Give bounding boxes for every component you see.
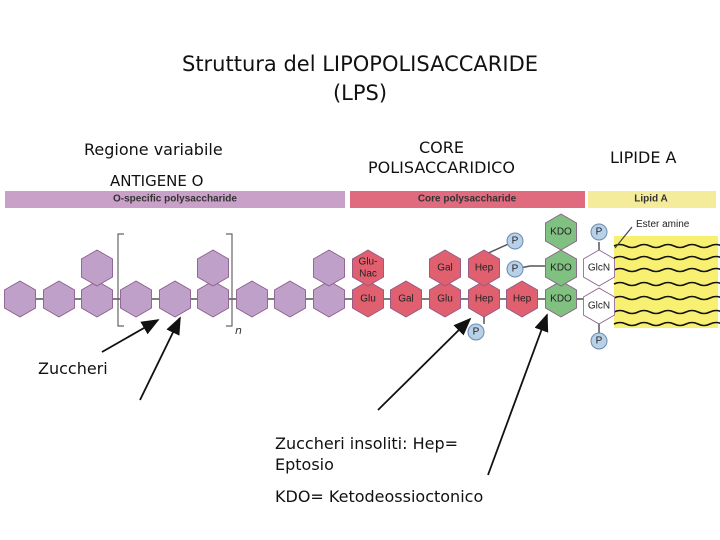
core-glunac-sugar <box>351 249 385 287</box>
core-glunac-sugar-label: Glu- <box>359 257 378 268</box>
core-glu-sugar <box>428 280 462 318</box>
o-antigen-sugar <box>120 280 153 318</box>
arrow-zuccheri-2 <box>139 316 181 401</box>
glcn-sugar <box>583 287 615 325</box>
kdo-sugar <box>545 249 577 287</box>
kdo-sugar <box>545 213 577 251</box>
glcn-sugar <box>583 249 615 287</box>
o-antigen-sugar <box>81 280 113 318</box>
core-hep-sugar <box>467 280 501 318</box>
core-gal-sugar-label: Gal <box>398 294 414 305</box>
label-antigene-o: ANTIGENE O <box>110 172 204 190</box>
core-gal-sugar <box>389 280 423 318</box>
core-bar-label: Core polysaccharide <box>418 194 517 205</box>
lipid-a-bar-label: Lipid A <box>634 194 668 205</box>
phosphate-residue <box>590 223 608 241</box>
phosphate-residue <box>506 232 524 250</box>
o-antigen-sugar <box>4 280 36 318</box>
o-antigen-sugar <box>158 280 192 318</box>
o-antigen-branch-sugar <box>196 249 230 287</box>
label-core-polisaccaridico: CORE POLISACCARIDICO <box>368 138 515 178</box>
core-glu-sugar <box>351 280 385 318</box>
o-antigen-branch-sugar <box>81 249 113 287</box>
core-hep-sugar <box>505 280 538 318</box>
core-glu-sugar-label: Glu <box>437 294 453 305</box>
o-specific-bar-label: O-specific polysaccharide <box>113 194 237 205</box>
title-line-1: Struttura del LIPOPOLISACCARIDE <box>181 52 539 76</box>
page-title: Struttura del LIPOPOLISACCARIDE (LPS) <box>0 50 720 108</box>
o-antigen-sugar <box>196 280 230 318</box>
core-hep-branch-sugar <box>467 249 501 287</box>
core-gal-branch-sugar-label: Gal <box>437 263 453 274</box>
o-specific-bar <box>5 191 345 208</box>
label-regione-variabile: Regione variabile <box>84 140 223 159</box>
core-hep-sugar-label: Hep <box>513 294 532 305</box>
repeat-unit-bracket <box>117 233 233 327</box>
ester-amine-pointer <box>614 226 633 249</box>
title-line-2: (LPS) <box>332 81 388 105</box>
note-kdo: KDO= Ketodeossioctonico <box>275 487 484 506</box>
phosphate-label: P <box>596 227 603 238</box>
o-antigen-sugar <box>235 280 269 318</box>
core-hep-sugar-label: Hep <box>475 294 494 305</box>
repeat-count-label: n <box>235 324 242 337</box>
phosphate-label: P <box>473 327 480 338</box>
core-hep-branch-sugar-label: Hep <box>475 263 494 274</box>
phosphate-label: P <box>512 236 519 247</box>
kdo-sugar-label: KDO <box>550 294 572 305</box>
o-antigen-sugar <box>273 280 307 318</box>
core-glunac-sugar-label: Nac <box>359 269 377 280</box>
phosphate-label: P <box>596 336 603 347</box>
core-glu-sugar-label: Glu <box>360 294 376 305</box>
glcn-sugar-label: GlcN <box>588 263 610 274</box>
lipid-tails <box>613 236 720 328</box>
core-gal-branch-sugar <box>428 249 462 287</box>
kdo-sugar-label: KDO <box>550 263 572 274</box>
label-lipide-a: LIPIDE A <box>610 148 677 167</box>
arrow-hep <box>377 317 472 411</box>
phosphate-label: P <box>512 264 519 275</box>
label-zuccheri: Zuccheri <box>38 359 108 378</box>
label-core-line-2: POLISACCARIDICO <box>368 158 515 177</box>
label-core-line-1: CORE <box>418 138 464 157</box>
lipid-a-bar <box>588 191 716 208</box>
arrow-kdo <box>487 313 549 476</box>
o-antigen-sugar <box>312 280 346 318</box>
kdo-sugar-label: KDO <box>550 227 572 238</box>
note-zuccheri-insoliti: Zuccheri insoliti: Hep= Eptosio <box>275 434 459 474</box>
arrow-zuccheri-1 <box>101 319 160 353</box>
ester-amine-label: Ester amine <box>636 219 690 230</box>
kdo-sugar <box>545 280 577 318</box>
core-bar <box>350 191 585 208</box>
o-antigen-sugar <box>43 280 75 318</box>
phosphate-residue <box>590 332 608 350</box>
glcn-sugar-label: GlcN <box>588 301 610 312</box>
phosphate-residue <box>506 260 524 278</box>
o-antigen-branch-sugar <box>312 249 346 287</box>
